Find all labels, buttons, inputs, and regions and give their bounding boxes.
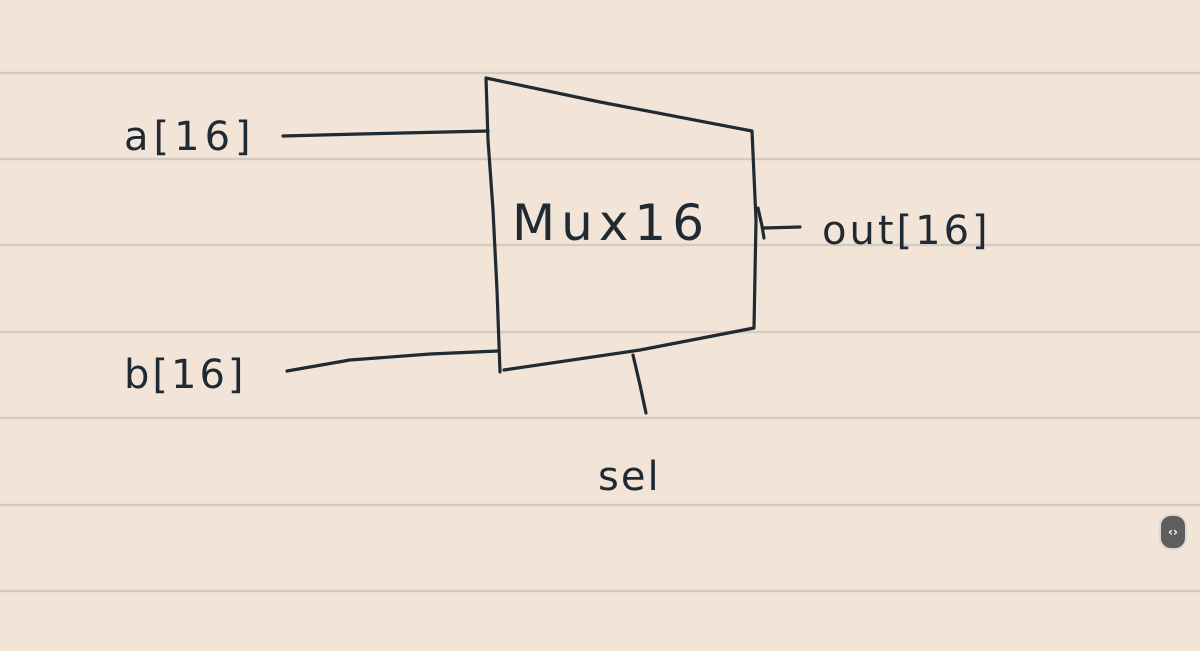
wire-a <box>281 129 490 138</box>
mux-block <box>484 76 758 374</box>
wire-sel <box>631 353 648 415</box>
label-input-a: a[16] <box>124 114 256 160</box>
wire-out <box>756 206 802 240</box>
wire-b <box>285 349 500 373</box>
label-output: out[16] <box>822 208 991 254</box>
label-mux: Mux16 <box>512 194 710 252</box>
chevron-left-right-icon: ‹› <box>1168 525 1178 539</box>
page-scroll-handle[interactable]: ‹› <box>1159 514 1187 550</box>
label-input-b: b[16] <box>124 352 247 398</box>
label-sel: sel <box>598 454 661 500</box>
